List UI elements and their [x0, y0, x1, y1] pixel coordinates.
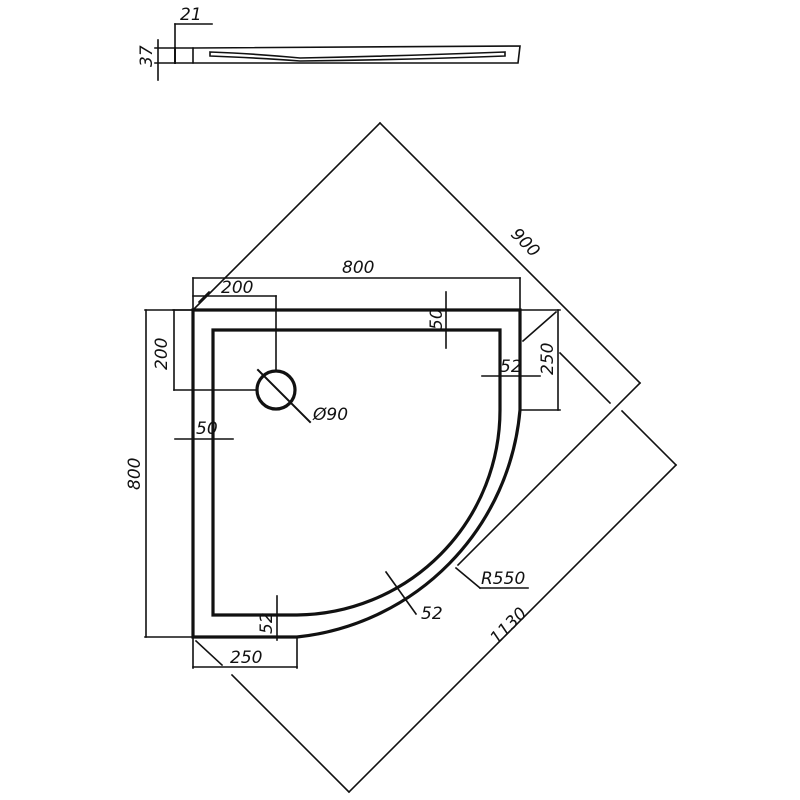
top-width-label: 800: [342, 258, 374, 278]
profile-section: [192, 45, 521, 64]
dim-straight-right-tick: [521, 310, 558, 343]
drain-leader: [256, 368, 312, 424]
profile-top-surface: [209, 51, 506, 62]
tray-outer-outline: [191, 308, 522, 639]
straight-bottom-label: 250: [230, 648, 262, 668]
profile-view: 37 21: [137, 5, 521, 81]
arc-radius-label: R550: [481, 569, 525, 589]
drain-circle: [255, 369, 297, 411]
diagonal-width-label: 1130: [486, 604, 531, 649]
dim-radius-leader: [454, 566, 482, 590]
dim-1130-line: [347, 463, 678, 794]
tray-inner-outline: [211, 328, 502, 617]
straight-right-label: 250: [538, 343, 558, 375]
dim-900-ext-right: [456, 381, 642, 567]
rim-arc-label: 52: [421, 604, 443, 624]
left-height-label: 800: [125, 458, 145, 490]
dim-rim-arc-line: [384, 570, 418, 616]
plan-view: Ø90 800 200 200 800 50 50 52 52: [125, 121, 678, 794]
drain-diameter-label: Ø90: [312, 405, 348, 425]
dim-900-ext-left: [191, 121, 382, 312]
dim-straight-bottom-tick: [194, 639, 224, 667]
drain-offset-y-label: 200: [152, 338, 172, 370]
rim-right-label: 52: [500, 357, 522, 377]
rim-bottom-label: 52: [257, 612, 277, 634]
dim-1130-ext-top2: [620, 409, 678, 467]
drain-offset-x-label: 200: [221, 278, 253, 298]
dim-900-line: [378, 121, 642, 385]
rim-left-label: 50: [196, 419, 218, 439]
rim-top-label: 50: [427, 308, 447, 330]
dim-1130-ext-top: [558, 351, 612, 405]
profile-height-label: 37: [137, 45, 157, 67]
profile-rim-label: 21: [180, 5, 202, 25]
dim-drain-x-tick: [197, 290, 211, 304]
dim-1130-ext-bottom: [230, 673, 351, 794]
